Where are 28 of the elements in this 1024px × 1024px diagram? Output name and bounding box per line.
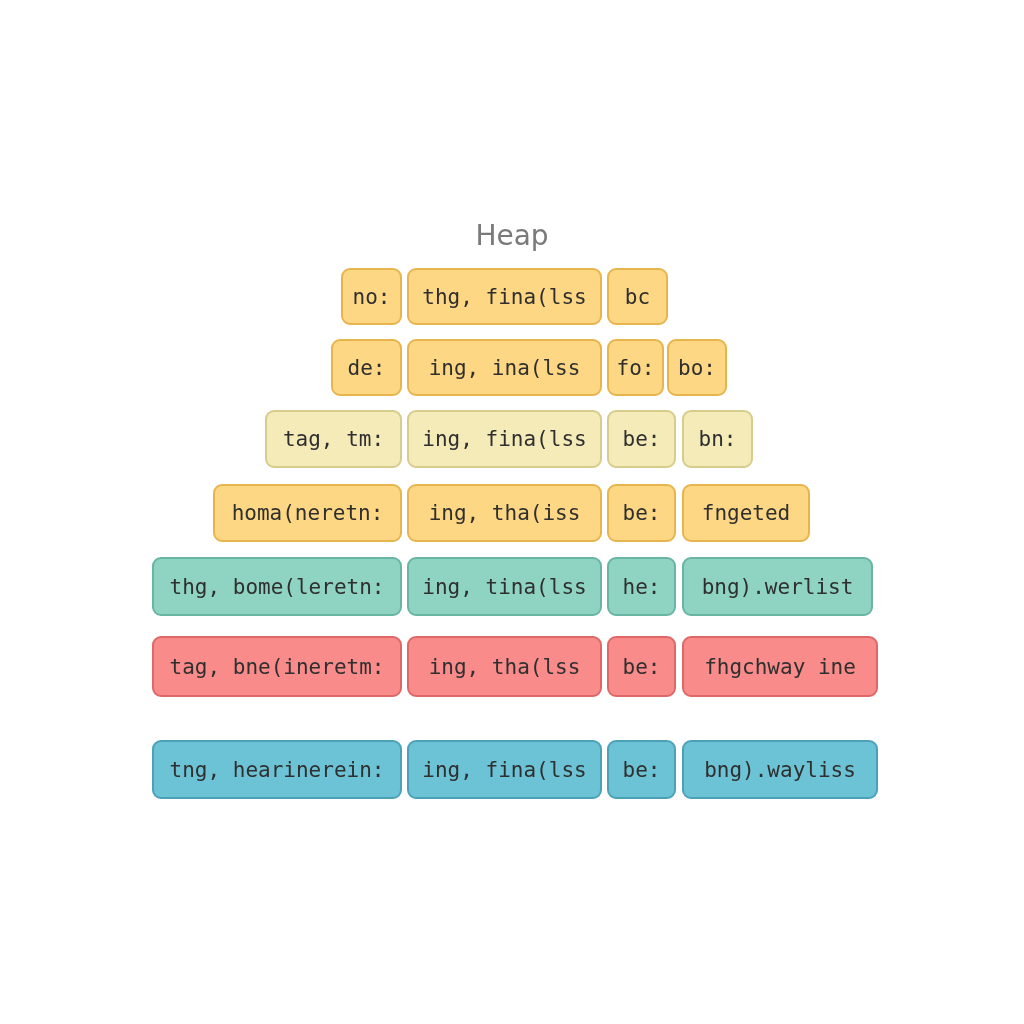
heap-block: de:	[331, 339, 402, 396]
heap-block: ing, ina(lss	[407, 339, 602, 396]
heap-block: fo:	[607, 339, 664, 396]
heap-block: ing, fina(lss	[407, 740, 602, 799]
heap-block: be:	[607, 484, 676, 542]
diagram-title: Heap	[474, 218, 550, 254]
heap-block: ing, tha(lss	[407, 636, 602, 697]
heap-block: ing, tina(lss	[407, 557, 602, 616]
heap-block: ing, tha(iss	[407, 484, 602, 542]
heap-block: thg, bome(leretn:	[152, 557, 402, 616]
heap-block: thg, fina(lss	[407, 268, 602, 325]
heap-block: be:	[607, 636, 676, 697]
heap-block: bn:	[682, 410, 753, 468]
heap-block: ing, fina(lss	[407, 410, 602, 468]
heap-block: bng).werlist	[682, 557, 873, 616]
heap-block: bo:	[667, 339, 727, 396]
heap-block: be:	[607, 740, 676, 799]
heap-block: tag, bne(ineretm:	[152, 636, 402, 697]
heap-block: tag, tm:	[265, 410, 402, 468]
heap-block: tng, hearinerein:	[152, 740, 402, 799]
heap-block: be:	[607, 410, 676, 468]
heap-block: fngeted	[682, 484, 810, 542]
heap-block: no:	[341, 268, 402, 325]
heap-block: homa(neretn:	[213, 484, 402, 542]
heap-block: bng).wayliss	[682, 740, 878, 799]
heap-block: bc	[607, 268, 668, 325]
heap-block: fhgchway ine	[682, 636, 878, 697]
heap-block: he:	[607, 557, 676, 616]
